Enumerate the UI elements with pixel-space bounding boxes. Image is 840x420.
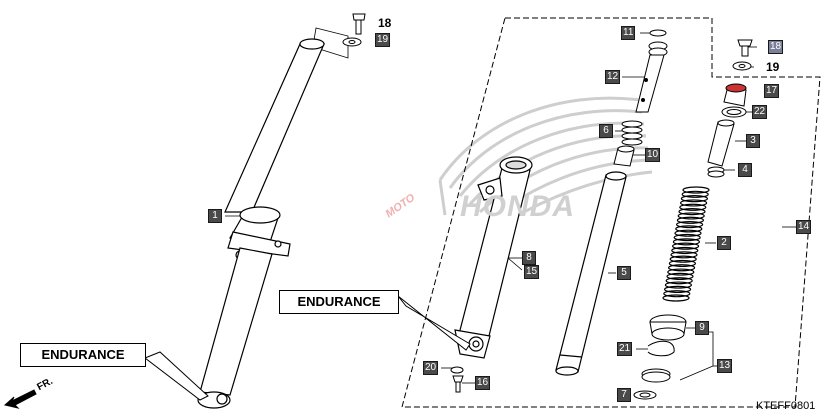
spring-and-seal-parts	[707, 39, 753, 178]
part-label-6[interactable]: 6	[599, 124, 613, 138]
spring-coil	[676, 216, 705, 224]
part-label-8[interactable]: 8	[522, 251, 536, 265]
seal-parts	[633, 314, 687, 400]
part-label-18a[interactable]: 18	[378, 16, 392, 30]
part-label-18b[interactable]: 18	[768, 40, 784, 54]
spring-coil	[663, 290, 691, 298]
part-label-20[interactable]: 20	[423, 361, 439, 375]
spring-coil	[667, 268, 695, 276]
spring-coil	[675, 220, 704, 229]
part-label-11[interactable]: 11	[621, 26, 636, 40]
forward-arrow-icon	[3, 389, 37, 409]
part-label-13[interactable]: 13	[717, 359, 733, 373]
part-label-4[interactable]: 4	[738, 163, 752, 177]
part-label-5[interactable]: 5	[617, 266, 631, 280]
part-label-21[interactable]: 21	[617, 342, 633, 356]
spring-coil	[663, 285, 692, 293]
endurance-callout-right: ENDURANCE	[279, 290, 399, 314]
spring-coil	[672, 238, 701, 246]
spring-coil	[665, 277, 693, 285]
callout-leaders	[143, 295, 471, 401]
outer-tube-part-8	[454, 156, 533, 359]
spring-coil	[670, 251, 698, 259]
spring-coil	[682, 186, 710, 194]
part-label-2[interactable]: 2	[717, 236, 731, 250]
part-label-19a[interactable]: 19	[375, 33, 391, 47]
inner-tube-part-5	[555, 171, 627, 376]
part-label-15[interactable]: 15	[524, 265, 540, 279]
spring-coil	[664, 281, 693, 289]
part-label-10[interactable]: 10	[645, 148, 661, 162]
spring-coil	[677, 212, 705, 220]
damper-rod-parts	[613, 29, 668, 167]
bolt-washer-parts	[342, 13, 464, 393]
assembly-boundary	[401, 17, 821, 408]
part-label-3[interactable]: 3	[746, 134, 760, 148]
spring-coil	[668, 259, 697, 268]
part-label-17[interactable]: 17	[764, 84, 780, 98]
spring-coil	[673, 233, 701, 242]
spring-coil	[675, 225, 703, 233]
spring-coil	[667, 264, 696, 272]
part-label-14[interactable]: 14	[796, 220, 812, 234]
part-label-12[interactable]: 12	[605, 70, 621, 84]
part-label-9[interactable]: 9	[695, 321, 709, 335]
spring-coil	[662, 294, 690, 302]
spring-coil	[680, 195, 709, 203]
endurance-callout-left: ENDURANCE	[20, 343, 146, 367]
spring-coil	[674, 229, 702, 237]
spring-coil	[678, 208, 706, 216]
fork-spring-part-2	[662, 186, 710, 302]
part-label-16[interactable]: 16	[475, 376, 491, 390]
diagram-code: KTEFF0801	[756, 400, 816, 412]
part-label-7[interactable]: 7	[617, 388, 631, 402]
part-label-19b[interactable]: 19	[766, 60, 780, 74]
spring-coil	[669, 255, 697, 263]
watermark-brand-text: HONDA	[460, 190, 575, 223]
spring-coil	[671, 242, 700, 250]
spring-coil	[679, 199, 708, 207]
part-label-1[interactable]: 1	[208, 209, 222, 223]
spring-coil	[671, 246, 699, 255]
part-label-22[interactable]: 22	[752, 105, 768, 119]
left-fork-assembly	[197, 38, 325, 409]
spring-coil	[666, 272, 694, 280]
spring-coil	[679, 203, 707, 211]
spring-coil	[681, 190, 709, 198]
